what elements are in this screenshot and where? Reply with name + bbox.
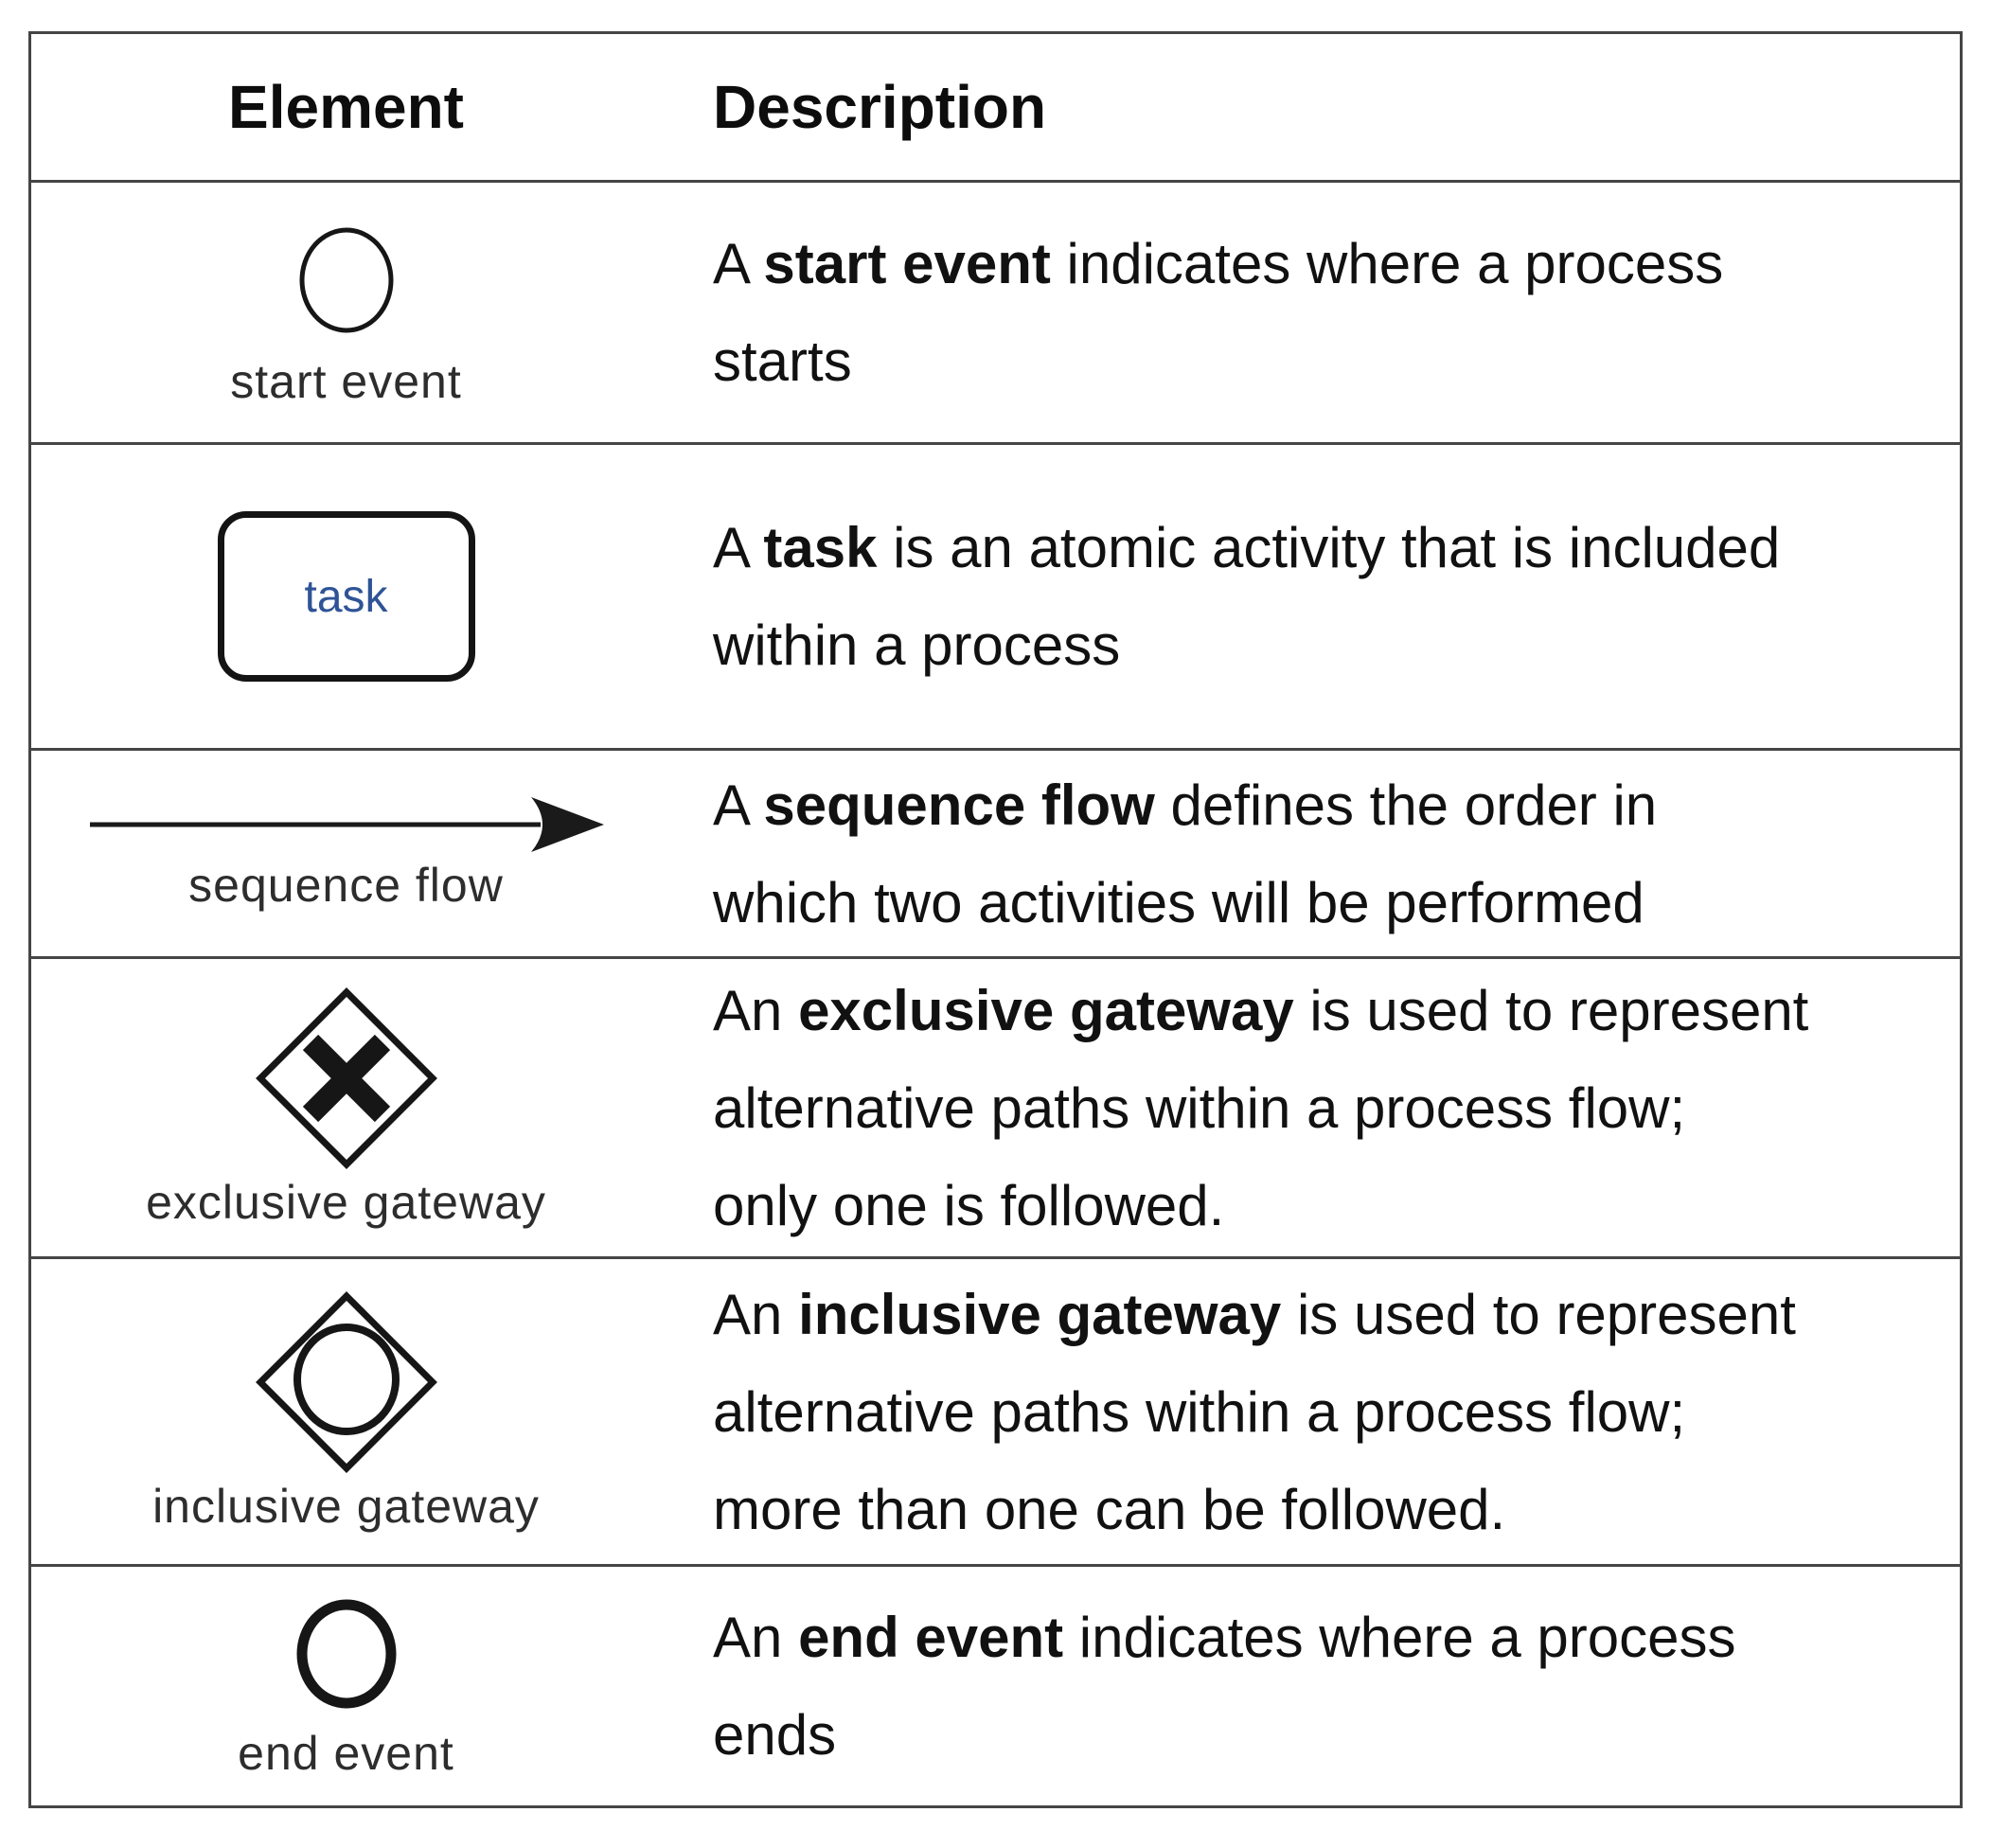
element-caption: sequence flow [188,858,504,912]
column-header-element-label: Element [228,73,464,141]
column-header-description: Description [661,34,1960,183]
exclusive-gateway-diamond-x-icon [254,986,439,1171]
table-row-exclusive-gateway-element-cell: exclusive gateway [31,959,661,1259]
table-row-start-event-element-cell: start event [31,183,661,445]
table-row-task-description-cell: A task is an atomic activity that is inc… [661,445,1960,751]
task-rounded-rectangle-icon: task [217,511,475,682]
task-icon-text: task [304,571,388,622]
table-row-start-event-description-cell: A start event indicates where a process … [661,183,1960,445]
element-caption: exclusive gateway [146,1176,546,1229]
table-row-sequence-flow-element-cell: sequence flow [31,751,661,959]
element-caption: start event [230,354,462,408]
table-row-end-event-description-cell: An end event indicates where a process e… [661,1567,1960,1805]
description-text: An inclusive gateway is used to represen… [713,1282,1796,1541]
element-caption: end event [238,1727,454,1780]
description-text: An exclusive gateway is used to represen… [713,978,1809,1237]
table-row-inclusive-gateway-element-cell: inclusive gateway [31,1259,661,1567]
column-header-description-label: Description [713,73,1047,141]
description-text: A task is an atomic activity that is inc… [713,516,1781,677]
bpmn-elements-table: Element Description start event A start … [28,31,1963,1808]
sequence-flow-arrow-icon [88,795,604,856]
table-row-inclusive-gateway-description-cell: An inclusive gateway is used to represen… [661,1259,1960,1567]
table-row-end-event-element-cell: end event [31,1567,661,1805]
end-event-thick-circle-icon [285,1591,408,1716]
start-event-circle-icon [285,217,408,345]
element-caption: inclusive gateway [152,1480,540,1533]
table-row-exclusive-gateway-description-cell: An exclusive gateway is used to represen… [661,959,1960,1259]
column-header-element: Element [31,34,661,183]
description-text: A start event indicates where a process … [713,232,1724,393]
table-row-sequence-flow-description-cell: A sequence flow defines the order in whi… [661,751,1960,959]
inclusive-gateway-diamond-circle-icon [254,1289,439,1475]
description-text: An end event indicates where a process e… [713,1606,1736,1767]
description-text: A sequence flow defines the order in whi… [713,773,1658,934]
table-row-task-element-cell: task [31,445,661,751]
